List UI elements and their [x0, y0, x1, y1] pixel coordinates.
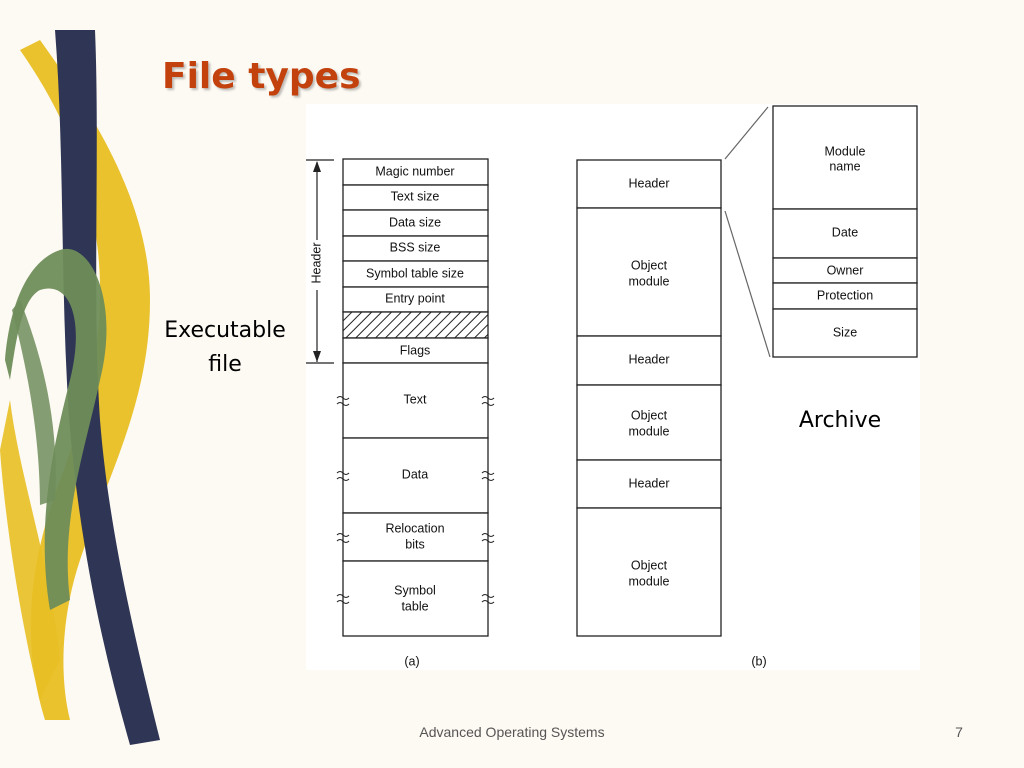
expansion-connectors — [724, 106, 771, 358]
svg-text:bits: bits — [405, 537, 424, 551]
caption-b: (b) — [751, 654, 766, 668]
field-magic-number: Magic number — [342, 158, 489, 186]
svg-text:Data: Data — [402, 467, 428, 481]
svg-text:table: table — [401, 599, 428, 613]
detail-size: Size — [772, 308, 918, 358]
svg-text:BSS size: BSS size — [390, 240, 441, 254]
archive-object-module-3: Object module — [576, 507, 722, 637]
archive-header-1: Header — [576, 159, 722, 209]
svg-text:module: module — [629, 274, 670, 288]
svg-text:Symbol: Symbol — [394, 583, 436, 597]
svg-text:Size: Size — [833, 325, 857, 339]
svg-text:Module: Module — [825, 144, 866, 158]
archive-object-module-1: Object module — [576, 207, 722, 337]
svg-text:Text size: Text size — [391, 189, 440, 203]
detail-owner: Owner — [772, 257, 918, 284]
break-marks — [336, 396, 495, 604]
caption-a: (a) — [404, 654, 419, 668]
header-bracket-label: Header — [309, 243, 323, 284]
slide-title: File types — [162, 56, 361, 97]
section-symbol-table: Symbol table — [342, 560, 489, 637]
svg-text:Entry point: Entry point — [385, 291, 445, 305]
archive-header-3: Header — [576, 459, 722, 509]
archive-object-module-2: Object module — [576, 384, 722, 461]
svg-text:Flags: Flags — [400, 343, 431, 357]
svg-text:Text: Text — [404, 392, 427, 406]
svg-text:Magic number: Magic number — [375, 164, 454, 178]
svg-text:Data size: Data size — [389, 215, 441, 229]
svg-text:Protection: Protection — [817, 288, 873, 302]
field-entry-point: Entry point — [342, 286, 489, 313]
slide-footer: Advanced Operating Systems — [419, 724, 605, 740]
archive-header-2: Header — [576, 335, 722, 386]
executable-label-line2: file — [208, 352, 242, 377]
detail-date: Date — [772, 208, 918, 259]
detail-protection: Protection — [772, 282, 918, 310]
svg-text:Object: Object — [631, 258, 668, 272]
svg-text:Header: Header — [629, 176, 670, 190]
field-text-size: Text size — [342, 184, 489, 211]
field-flags: Flags — [342, 337, 489, 364]
svg-text:module: module — [629, 574, 670, 588]
field-data-size: Data size — [342, 209, 489, 237]
svg-text:Header: Header — [629, 352, 670, 366]
header-bracket: Header — [306, 159, 334, 364]
decorative-brush-strokes — [0, 30, 160, 745]
section-text: Text — [342, 362, 489, 439]
field-symbol-table-size: Symbol table size — [342, 260, 489, 288]
archive-label: Archive — [798, 408, 882, 433]
svg-text:Symbol table size: Symbol table size — [366, 266, 464, 280]
detail-module-name: Module name — [772, 105, 918, 210]
page-number: 7 — [955, 724, 963, 740]
svg-text:Header: Header — [629, 476, 670, 490]
svg-text:Owner: Owner — [827, 263, 864, 277]
executable-sections: Text Data Relocation bits Symbol table — [336, 362, 495, 637]
section-data: Data — [342, 437, 489, 514]
svg-text:module: module — [629, 424, 670, 438]
archive-header-detail: Module name Date Owner Protection Size — [772, 105, 918, 358]
svg-text:Date: Date — [832, 225, 858, 239]
field-reserved-hatched — [342, 311, 489, 339]
section-relocation-bits: Relocation bits — [342, 512, 489, 562]
svg-text:Object: Object — [631, 558, 668, 572]
svg-text:Object: Object — [631, 408, 668, 422]
executable-header-fields: Magic number Text size Data size BSS siz… — [342, 158, 489, 364]
archive-blocks: Header Object module Header Object modul… — [576, 159, 722, 637]
field-bss-size: BSS size — [342, 235, 489, 262]
svg-text:Relocation: Relocation — [385, 521, 444, 535]
svg-text:name: name — [829, 159, 860, 173]
executable-label-line1: Executable — [164, 318, 286, 343]
executable-file-label: Executable file — [150, 314, 300, 382]
